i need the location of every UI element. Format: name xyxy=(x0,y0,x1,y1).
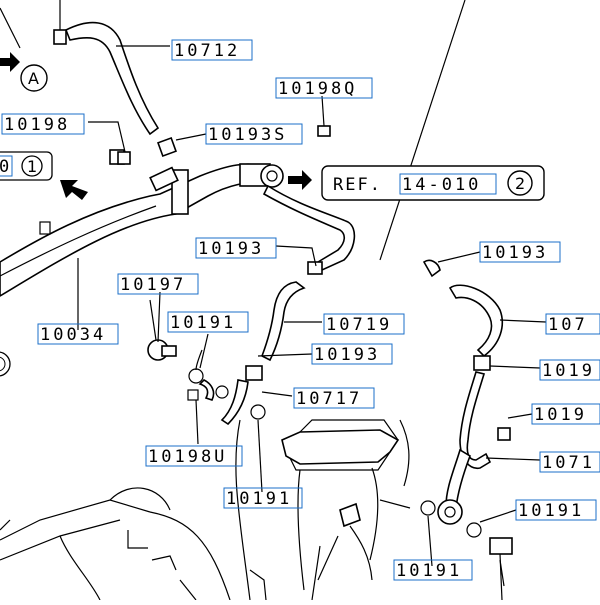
callout-1019-right-middle[interactable]: 1019 xyxy=(531,403,600,425)
callout-1071-right[interactable]: 1071 xyxy=(539,451,600,473)
arrow-up-left-icon xyxy=(60,180,88,200)
svg-text:10719: 10719 xyxy=(326,315,392,335)
callout-10193s[interactable]: 10193S xyxy=(205,123,303,145)
callout-10193-middle[interactable]: 10193 xyxy=(311,343,393,365)
svg-text:10717: 10717 xyxy=(296,389,362,409)
svg-text:10193: 10193 xyxy=(482,243,548,263)
left-reference-code: 0 xyxy=(0,157,12,177)
svg-text:10191: 10191 xyxy=(396,561,462,581)
ref-circle-number: 2 xyxy=(515,174,525,193)
callout-10198u[interactable]: 10198U xyxy=(145,445,243,467)
marker-circle-icon xyxy=(20,64,48,92)
callout-10191-right[interactable]: 10191 xyxy=(515,499,597,521)
callout-10197[interactable]: 10197 xyxy=(117,273,199,295)
callout-10191-upper[interactable]: 10191 xyxy=(167,311,249,333)
flow-arrows xyxy=(0,52,312,200)
ref-code: 14-010 xyxy=(402,175,481,195)
svg-text:10198U: 10198U xyxy=(148,447,227,467)
svg-text:10193S: 10193S xyxy=(208,125,287,145)
callout-10198q[interactable]: 10198Q xyxy=(275,77,373,99)
arrow-right-icon xyxy=(288,170,312,190)
arrow-right-icon xyxy=(0,52,20,72)
callout-107-right[interactable]: 107 xyxy=(545,313,600,335)
svg-text:10034: 10034 xyxy=(40,325,106,345)
svg-text:10197: 10197 xyxy=(120,275,186,295)
callout-10717[interactable]: 10717 xyxy=(293,387,375,409)
callout-10719[interactable]: 10719 xyxy=(323,313,405,335)
marker-a-text: A xyxy=(28,69,39,88)
marker-a: A xyxy=(20,64,48,92)
svg-text:10191: 10191 xyxy=(226,489,292,509)
left-reference-circle-number: 1 xyxy=(27,157,37,176)
callout-10034[interactable]: 10034 xyxy=(37,323,119,345)
svg-text:1071: 1071 xyxy=(542,453,595,473)
svg-text:10198: 10198 xyxy=(4,115,70,135)
ref-prefix: REF. xyxy=(333,175,382,195)
part-callouts: 10712 10198Q 10198 10193S 10193 10193 10… xyxy=(1,39,600,581)
ref-box-14-010: REF. 14-010 2 xyxy=(321,165,545,201)
drawing-linework xyxy=(0,0,547,601)
callout-10198[interactable]: 10198 xyxy=(1,113,85,135)
callout-1019-right-upper[interactable]: 1019 xyxy=(539,359,600,381)
svg-text:10191: 10191 xyxy=(518,501,584,521)
svg-text:10198Q: 10198Q xyxy=(278,79,357,99)
callout-10193-upper[interactable]: 10193 xyxy=(195,237,277,259)
left-reference-box: 0 1 xyxy=(0,151,53,181)
svg-text:10712: 10712 xyxy=(174,41,240,61)
callout-10193-right[interactable]: 10193 xyxy=(479,241,561,263)
callout-10712[interactable]: 10712 xyxy=(171,39,253,61)
svg-text:10191: 10191 xyxy=(170,313,236,333)
callout-10191-middle[interactable]: 10191 xyxy=(223,487,303,509)
svg-text:10193: 10193 xyxy=(198,239,264,259)
callout-10191-lower[interactable]: 10191 xyxy=(393,559,473,581)
svg-text:1019: 1019 xyxy=(534,405,587,425)
svg-text:1019: 1019 xyxy=(542,361,595,381)
svg-text:10193: 10193 xyxy=(314,345,380,365)
svg-text:107: 107 xyxy=(548,315,588,335)
